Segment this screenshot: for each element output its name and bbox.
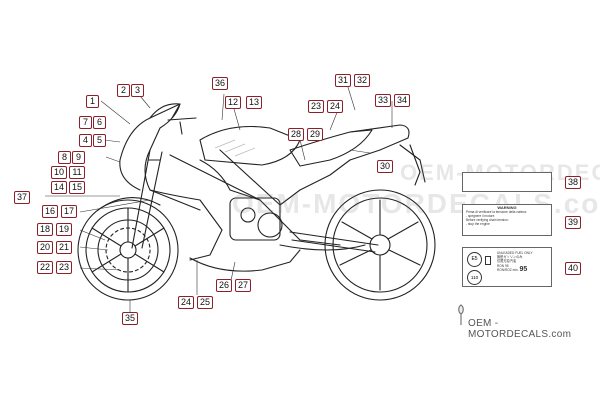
callout-5: 5 — [93, 134, 106, 147]
callout-33: 33 — [375, 94, 391, 107]
callout-3: 3 — [131, 84, 144, 97]
watermark-logo-icon — [456, 304, 466, 326]
side-fairing — [149, 159, 261, 261]
callout-37: 37 — [14, 191, 30, 204]
warning-line-4: - stop the engine — [466, 222, 490, 226]
warning-line-3: Before verifying chain tension: — [466, 218, 509, 222]
rear-hugger — [399, 144, 426, 183]
rear-fender-stays — [409, 144, 421, 186]
badge-e5: E5 — [467, 252, 482, 267]
callout-29: 29 — [307, 128, 323, 141]
tail-section — [349, 124, 410, 161]
callout-4: 4 — [79, 134, 92, 147]
front-fender — [97, 197, 161, 211]
fuel-line-1: UNLEADED FUEL ONLY — [497, 251, 533, 255]
callout-9: 9 — [72, 151, 85, 164]
callout-8: 8 — [58, 151, 71, 164]
callout-19: 19 — [56, 223, 72, 236]
callout-1: 1 — [86, 95, 99, 108]
callout-21: 21 — [56, 241, 72, 254]
seat — [289, 129, 373, 167]
callout-22: 22 — [37, 261, 53, 274]
fuel-line-4: RON 95 — [497, 263, 509, 268]
callout-24-top: 24 — [327, 100, 343, 113]
fuel-pump-icon — [485, 256, 491, 265]
callout-28: 28 — [288, 128, 304, 141]
front-fork — [131, 149, 163, 249]
callout-13: 13 — [246, 96, 262, 109]
callout-30: 30 — [377, 160, 393, 173]
warning-line-2: - spegnere il motore — [466, 214, 495, 218]
decal-39-warning-label: WARNING Prima di verificare la tensione … — [462, 204, 552, 236]
swingarm — [289, 231, 379, 253]
warning-title: WARNING — [497, 205, 517, 210]
callout-24-bottom: 24 — [178, 296, 194, 309]
windscreen — [149, 103, 181, 119]
callout-34: 34 — [394, 94, 410, 107]
callout-11: 11 — [69, 166, 85, 179]
handlebar — [167, 117, 197, 135]
callout-16: 16 — [42, 205, 58, 218]
callout-31: 31 — [335, 74, 351, 87]
fuel-line-5: RON/ROZ min. — [497, 267, 519, 272]
decal-40-fuel-label: E5 110 UNLEADED FUEL ONLY 無鉛ガソリンのみ 仅限无铅汽… — [462, 247, 552, 287]
belly-pan — [189, 249, 301, 272]
callout-38: 38 — [565, 176, 581, 189]
callout-26: 26 — [216, 279, 232, 292]
callout-12: 12 — [225, 96, 241, 109]
front-fairing — [119, 103, 201, 211]
callout-36: 36 — [212, 77, 228, 90]
watermark-text: OEM - MOTORDECALS.com — [468, 318, 572, 340]
callout-20: 20 — [37, 241, 53, 254]
tank — [199, 125, 301, 166]
callout-40: 40 — [565, 262, 581, 275]
callout-15: 15 — [69, 181, 85, 194]
callout-6: 6 — [93, 116, 106, 129]
octane-value: 95 — [519, 265, 528, 273]
callout-18: 18 — [37, 223, 53, 236]
callout-25: 25 — [197, 296, 213, 309]
callout-17: 17 — [61, 205, 77, 218]
callout-2: 2 — [117, 84, 130, 97]
callout-23-top: 23 — [308, 100, 324, 113]
badge-110: 110 — [467, 270, 482, 285]
fuel-line-3: 仅限无铅汽油 — [497, 259, 517, 264]
callout-14: 14 — [51, 181, 67, 194]
callout-32: 32 — [354, 74, 370, 87]
callout-35: 35 — [122, 312, 138, 325]
callout-7: 7 — [79, 116, 92, 129]
exhaust — [279, 244, 366, 251]
warning-line-1: Prima di verificare la tensione della ca… — [466, 210, 527, 214]
callout-27: 27 — [235, 279, 251, 292]
callout-39: 39 — [565, 216, 581, 229]
callout-23-left: 23 — [56, 261, 72, 274]
front-wheel — [77, 199, 179, 301]
decal-38-stripe — [462, 172, 552, 192]
callout-10: 10 — [51, 166, 67, 179]
fuel-line-2: 無鉛ガソリンのみ — [497, 255, 523, 260]
